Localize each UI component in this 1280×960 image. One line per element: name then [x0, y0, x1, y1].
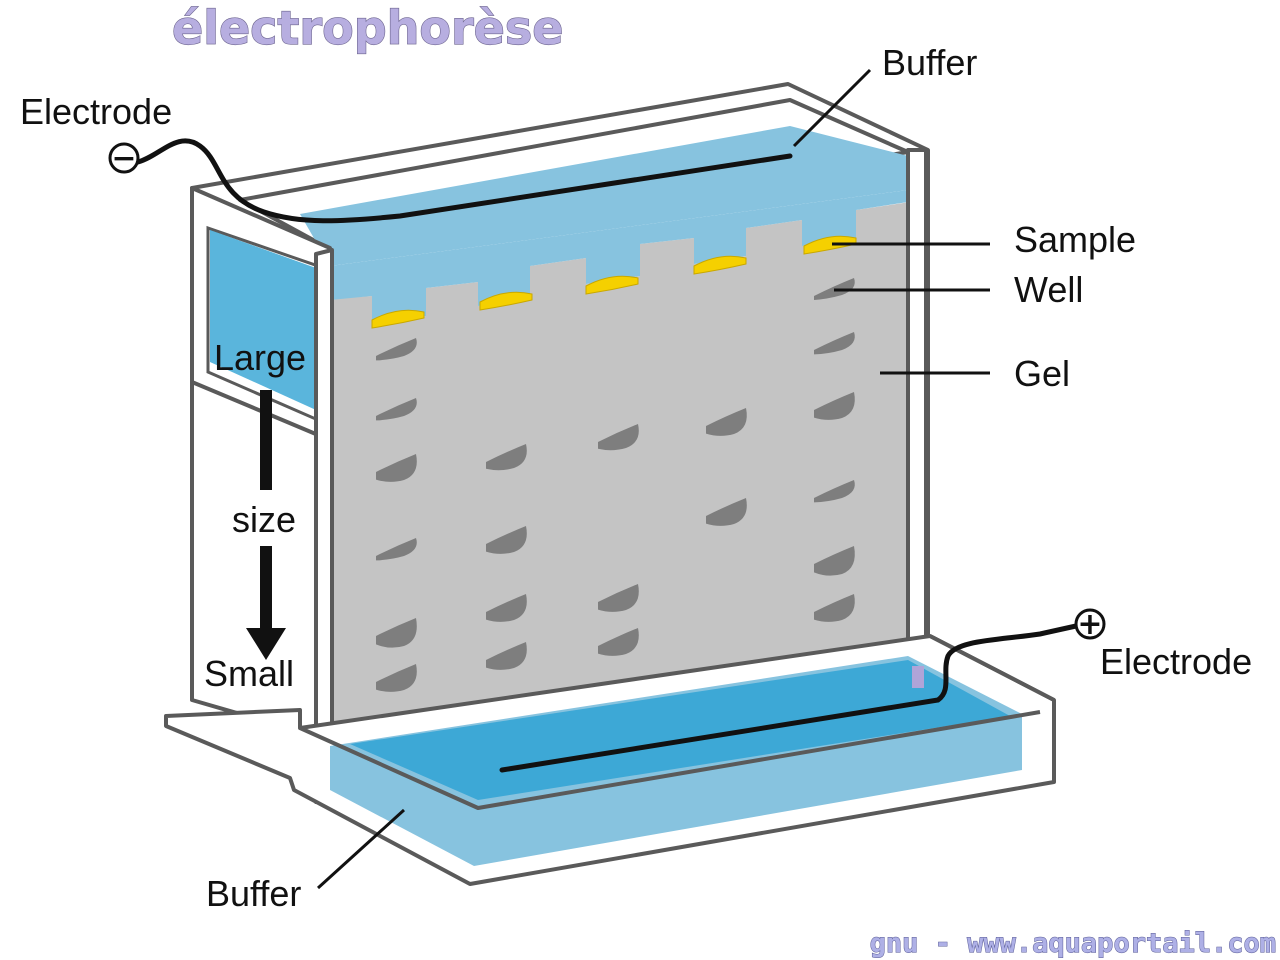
sample-4	[693, 255, 747, 275]
label-well: Well	[1014, 269, 1083, 310]
band-lane1-4	[376, 538, 417, 561]
sample-1	[371, 309, 425, 329]
band-lane1-6	[376, 664, 417, 692]
sample-3	[585, 275, 639, 295]
label-size-large: Large	[214, 337, 306, 378]
band-lane3-1	[598, 424, 639, 451]
lower-buffer-tray	[164, 634, 1056, 886]
band-lane4-1	[706, 408, 747, 436]
diagram-title: électrophorèse	[172, 1, 563, 55]
label-electrode-negative: Electrode	[20, 91, 172, 132]
negative-electrode-terminal: −	[108, 141, 140, 176]
credit-text: gnu - www.aquaportail.com	[870, 928, 1276, 959]
label-buffer-top: Buffer	[882, 42, 977, 83]
sample-2	[479, 291, 533, 311]
band-lane5-4	[814, 480, 855, 503]
negative-electrode-wire	[135, 138, 793, 224]
gel-top-buffer	[330, 190, 908, 322]
leader-buffer-top	[792, 68, 872, 148]
lower-buffer-liquid-deep	[350, 660, 1010, 800]
label-sample: Sample	[1014, 219, 1136, 260]
label-buffer-bottom: Buffer	[206, 873, 301, 914]
samples	[371, 235, 857, 329]
gel-body	[316, 202, 910, 736]
band-lane1-1	[376, 338, 417, 361]
leader-buffer-bottom	[316, 808, 406, 890]
minus-symbol: −	[111, 141, 136, 176]
plus-symbol: +	[1077, 607, 1102, 642]
gel-slab	[316, 190, 910, 736]
positive-electrode-wire	[499, 623, 1079, 773]
label-electrode-positive: Electrode	[1100, 641, 1252, 682]
band-lane2-4	[486, 642, 527, 670]
side-buffer-liquid	[210, 230, 316, 410]
band-lane5-5	[814, 546, 855, 576]
positive-electrode-terminal: +	[1074, 607, 1106, 642]
label-size-axis: size	[232, 499, 296, 540]
band-lane1-5	[376, 618, 417, 648]
band-lane5-2	[814, 332, 855, 355]
size-arrow	[246, 390, 286, 660]
band-lane1-2	[376, 398, 417, 421]
band-lane4-2	[706, 498, 747, 526]
band-lane3-2	[598, 584, 639, 612]
label-gel: Gel	[1014, 353, 1070, 394]
band-lane2-3	[486, 594, 527, 622]
band-lane2-1	[486, 444, 527, 471]
band-lane5-3	[814, 392, 855, 420]
band-lane1-3	[376, 454, 417, 482]
band-lane2-2	[486, 526, 527, 554]
band-lane3-3	[598, 628, 639, 656]
band-lane5-6	[814, 594, 855, 622]
label-size-small: Small	[204, 653, 294, 694]
